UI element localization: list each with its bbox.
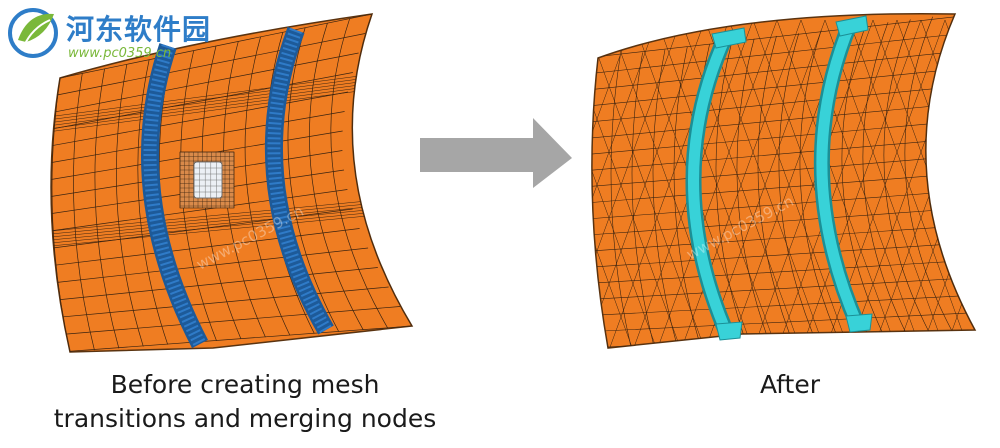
mesh-curve: [883, 19, 930, 333]
before-patch: [179, 151, 235, 209]
before-ring-left: [141, 43, 208, 349]
mesh-curve: [778, 33, 815, 338]
mesh-curve: [652, 49, 678, 345]
before-ring-right: [264, 26, 334, 335]
mesh-curve: [330, 18, 388, 329]
leaf-logo-icon: [8, 8, 58, 58]
mesh-line: [920, 19, 975, 348]
mesh-line: [591, 136, 975, 172]
before-caption: Before creating mesh transitions and mer…: [30, 368, 460, 436]
mesh-curve: [736, 38, 769, 341]
mesh-line: [968, 19, 975, 348]
logo-url: www.pc0359.cn: [68, 46, 172, 61]
mesh-line: [591, 277, 975, 300]
after-shell: [591, 12, 977, 349]
mesh-line: [591, 154, 975, 188]
mesh-line: [993, 20, 1000, 350]
mesh-line: [591, 13, 975, 59]
before-caption-line-1: Before creating mesh: [110, 370, 380, 399]
mesh-line: [591, 241, 975, 268]
mesh-line: [656, 19, 778, 348]
mesh-line: [51, 201, 412, 239]
mesh-line: [59, 14, 373, 79]
mesh-curve: [757, 35, 792, 340]
mesh-curve: [309, 23, 364, 330]
mesh-curve: [715, 41, 746, 342]
mesh-line: [680, 19, 802, 348]
mesh-curve: [799, 30, 838, 337]
after-ring-left: [685, 27, 747, 341]
mesh-line: [591, 312, 975, 333]
mesh-curve: [287, 27, 340, 332]
after-ring-right: [813, 15, 873, 333]
mesh-line: [591, 19, 610, 348]
mesh-curve: [673, 46, 701, 344]
mesh-line: [968, 19, 975, 348]
mesh-line: [51, 189, 348, 233]
mesh-line: [51, 228, 360, 267]
mesh-curve: [244, 36, 291, 336]
mesh-line: [465, 20, 585, 350]
mesh-line: [591, 171, 975, 204]
mesh-line: [393, 20, 513, 350]
mesh-line: [591, 48, 975, 91]
mesh-line: [417, 20, 537, 350]
logo-title: 河东软件园: [66, 13, 212, 46]
mesh-line: [51, 267, 378, 301]
mesh-line: [591, 189, 975, 220]
mesh-line: [591, 19, 658, 348]
mesh-line: [51, 247, 369, 284]
mesh-line: [993, 20, 1000, 350]
mesh-line: [417, 20, 537, 350]
after-panel: [393, 12, 1000, 350]
mesh-line: [591, 19, 682, 348]
mesh-line: [591, 66, 975, 107]
mesh-line: [591, 19, 634, 348]
mesh-line: [59, 325, 412, 352]
site-logo: 河东软件园 www.pc0359.cn: [4, 4, 274, 64]
mesh-line: [591, 19, 610, 348]
mesh-line: [591, 101, 975, 139]
mesh-line: [53, 52, 359, 113]
mesh-line: [591, 83, 975, 123]
mesh-curve: [137, 59, 169, 345]
mesh-line: [465, 20, 585, 350]
mesh-line: [441, 20, 561, 350]
mesh-line: [56, 306, 401, 336]
mesh-line: [51, 207, 412, 245]
mesh-line: [51, 111, 345, 164]
mesh-line: [51, 72, 353, 130]
mesh-curve: [904, 16, 953, 332]
mesh-line: [704, 19, 826, 348]
mesh-line: [776, 19, 898, 348]
mesh-line: [591, 224, 975, 252]
mesh-line: [591, 206, 975, 236]
mesh-line: [591, 294, 975, 317]
mesh-line: [51, 198, 412, 236]
mesh-curve: [841, 24, 884, 335]
before-caption-line-2: transitions and merging nodes: [53, 404, 437, 433]
mesh-line: [51, 210, 412, 248]
mesh-line: [591, 19, 706, 348]
mesh-line: [591, 19, 634, 348]
mesh-line: [752, 19, 874, 348]
mesh-line: [393, 20, 513, 350]
mesh-line: [51, 91, 349, 147]
mesh-line: [51, 204, 412, 242]
mesh-line: [441, 20, 561, 350]
mesh-line: [53, 286, 389, 319]
after-caption: After: [759, 370, 821, 399]
right-arrow-icon: [420, 118, 572, 188]
before-panel: [50, 13, 414, 353]
mesh-line: [51, 195, 412, 233]
mesh-line: [591, 259, 975, 284]
mesh-line: [56, 33, 366, 96]
after-mesh-grid: [591, 13, 975, 348]
mesh-line: [800, 19, 922, 348]
